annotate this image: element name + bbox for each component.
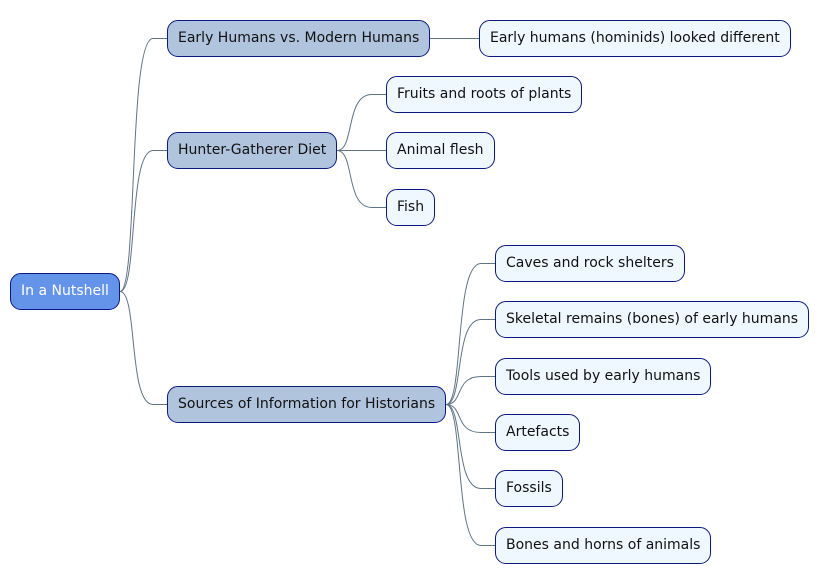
connector-root-node-to-branch-node-early-humans [119, 38, 167, 292]
connector-root-node-to-branch-node-sources [119, 291, 167, 405]
leaf-node-artefacts: Artefacts [495, 414, 581, 451]
connector-root-node-to-branch-node-diet [119, 150, 167, 292]
connector-branch-node-sources-to-leaf-node-fossils [445, 404, 495, 489]
leaf-node-skeletal-remains: Skeletal remains (bones) of early humans [495, 301, 810, 338]
leaf-node-caves: Caves and rock shelters [495, 245, 685, 282]
connector-branch-node-sources-to-leaf-node-bones-horns [445, 404, 495, 546]
leaf-node-hominids: Early humans (hominids) looked different [479, 20, 791, 57]
leaf-node-fish: Fish [386, 189, 436, 226]
leaf-node-fruits: Fruits and roots of plants [386, 76, 583, 113]
leaf-node-fossils: Fossils [495, 470, 563, 507]
connector-branch-node-diet-to-leaf-node-fish [336, 150, 386, 208]
connector-branch-node-sources-to-leaf-node-caves [445, 263, 495, 405]
connector-branch-node-sources-to-leaf-node-skeletal-remains [445, 319, 495, 405]
connector-branch-node-sources-to-leaf-node-artefacts [445, 404, 495, 433]
leaf-node-animal-flesh: Animal flesh [386, 132, 495, 169]
connector-branch-node-diet-to-leaf-node-fruits [336, 94, 386, 151]
branch-node-sources: Sources of Information for Historians [167, 386, 447, 423]
leaf-node-bones-horns: Bones and horns of animals [495, 527, 712, 564]
leaf-node-tools: Tools used by early humans [495, 358, 712, 395]
connector-branch-node-sources-to-leaf-node-tools [445, 376, 495, 405]
branch-node-early-humans: Early Humans vs. Modern Humans [167, 20, 431, 57]
root-node: In a Nutshell [10, 273, 120, 310]
branch-node-diet: Hunter-Gatherer Diet [167, 132, 338, 169]
